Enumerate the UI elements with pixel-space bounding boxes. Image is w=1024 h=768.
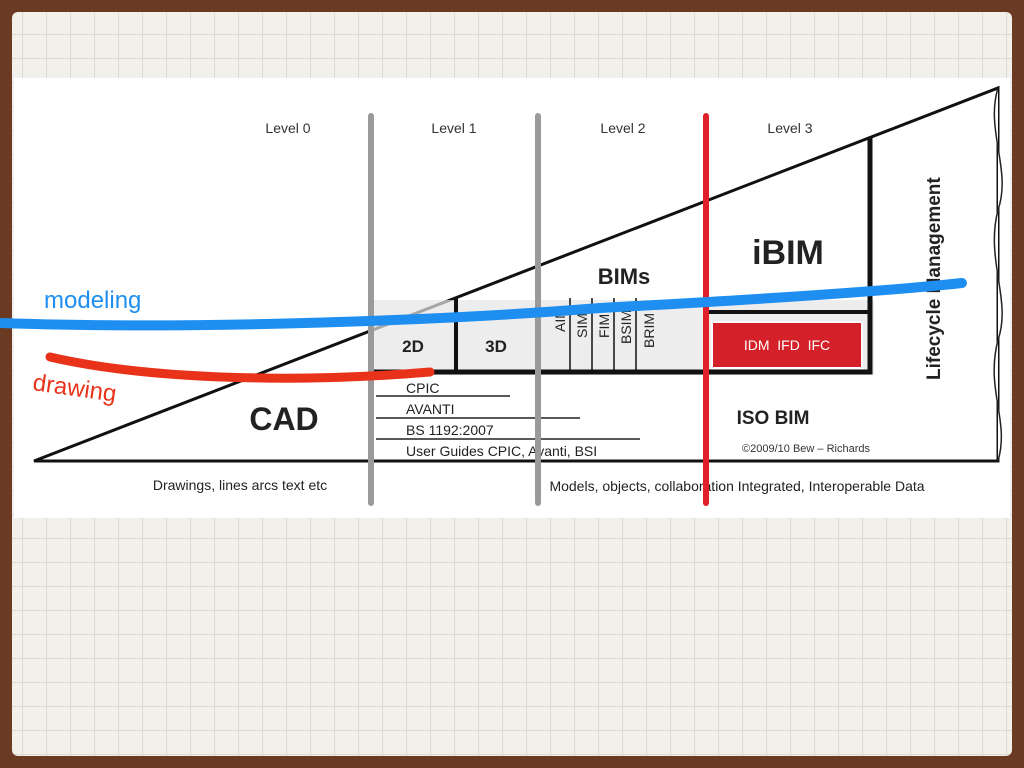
- bim-column-labels: AIM SIM FIM BSIM BRIM: [552, 307, 657, 348]
- bim-col-brim: BRIM: [641, 313, 657, 348]
- level-1: Level 1: [431, 120, 476, 136]
- footer-right: Models, objects, collaboration Integrate…: [549, 478, 924, 494]
- lifecycle-management: Lifecycle Management: [924, 177, 945, 380]
- ibim-label: iBIM: [752, 234, 824, 272]
- standard-user-guides: User Guides CPIC, Avanti, BSI: [406, 443, 597, 459]
- torn-edge: [993, 87, 1003, 462]
- level-3: Level 3: [767, 120, 812, 136]
- copyright: ©2009/10 Bew – Richards: [742, 443, 870, 455]
- bims-label: BIMs: [598, 264, 651, 289]
- standard-bs1192: BS 1192:2007: [406, 422, 494, 438]
- standards-lines: [376, 395, 640, 440]
- bim-col-sim: SIM: [574, 313, 590, 338]
- bim-col-fim: FIM: [596, 314, 612, 338]
- drawing-stroke: [45, 352, 435, 383]
- 2d-label: 2D: [402, 337, 424, 356]
- iso-bim-label: ISO BIM: [737, 408, 810, 429]
- modeling-label: modeling: [44, 287, 141, 314]
- bim-col-bsim: BSIM: [618, 310, 634, 344]
- standard-cpic: CPIC: [406, 380, 439, 396]
- level-0: Level 0: [265, 120, 310, 136]
- footer-left: Drawings, lines arcs text etc: [153, 477, 327, 493]
- modeling-stroke: [0, 278, 967, 331]
- idm-ifd-ifc: IDM IFD IFC: [744, 337, 830, 353]
- cad-label: CAD: [249, 401, 318, 437]
- standard-avanti: AVANTI: [406, 401, 455, 417]
- level-2: Level 2: [600, 120, 645, 136]
- 3d-label: 3D: [485, 337, 507, 356]
- idm-ifd-ifc-box: [711, 321, 863, 369]
